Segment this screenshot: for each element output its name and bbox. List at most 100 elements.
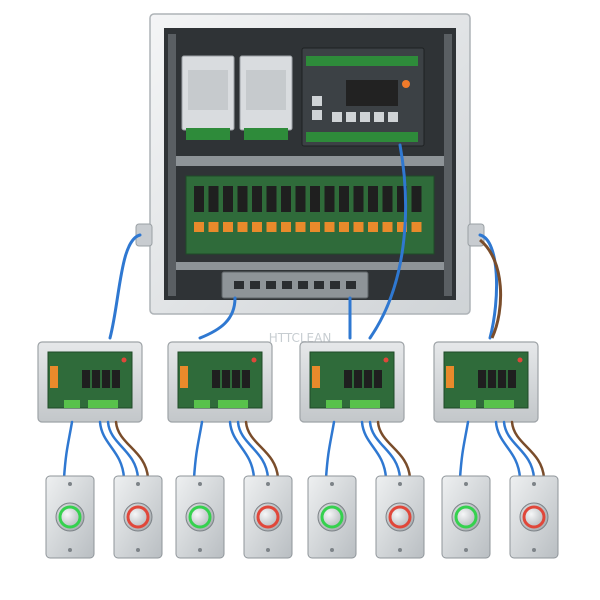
module-cables — [62, 420, 150, 480]
module-terminal — [218, 400, 248, 408]
terminal — [324, 222, 335, 232]
relay-module-3 — [299, 341, 412, 480]
terminal — [368, 222, 378, 232]
relay — [237, 186, 248, 212]
module-relay — [102, 370, 110, 388]
module-relay — [478, 370, 486, 388]
module-terminal — [446, 366, 454, 388]
main-enclosure — [135, 13, 485, 315]
controller — [301, 47, 425, 147]
module-cables — [324, 420, 412, 480]
terminal — [295, 222, 306, 232]
relay — [368, 186, 378, 212]
module-relay — [112, 370, 120, 388]
module-terminal — [194, 400, 210, 408]
brown-trunk-cable — [479, 238, 503, 339]
terminal — [223, 222, 233, 232]
module-led — [517, 357, 523, 363]
terminal — [397, 222, 407, 232]
screw-icon — [68, 548, 72, 552]
green-led-ring — [188, 505, 212, 529]
module-cables — [458, 420, 546, 480]
relay — [252, 186, 262, 212]
push-button-red-3[interactable] — [375, 475, 425, 559]
screw-icon — [330, 548, 334, 552]
screw-icon — [136, 548, 140, 552]
screw-icon — [136, 482, 140, 486]
red-led-ring — [256, 505, 280, 529]
module-relay — [222, 370, 230, 388]
module-relay — [344, 370, 352, 388]
module-cables — [192, 420, 280, 480]
module-terminal — [180, 366, 188, 388]
screw-icon — [266, 482, 270, 486]
terminal — [411, 222, 422, 232]
push-button-red-1[interactable] — [113, 475, 163, 559]
module-terminal — [350, 400, 380, 408]
relay — [266, 186, 277, 212]
module-led — [251, 357, 257, 363]
network-switch — [221, 271, 369, 299]
red-led-ring — [522, 505, 546, 529]
terminal — [310, 222, 320, 232]
red-led-ring — [126, 505, 150, 529]
relay — [223, 186, 233, 212]
relay — [411, 186, 422, 212]
terminal — [194, 222, 204, 232]
din-rail-bottom — [170, 262, 450, 270]
module-relay — [508, 370, 516, 388]
relay-row — [194, 186, 422, 232]
module-terminal — [312, 366, 320, 388]
screw-icon — [532, 548, 536, 552]
relay — [339, 186, 349, 212]
relay — [382, 186, 393, 212]
module-relay — [212, 370, 220, 388]
screw-icon — [330, 482, 334, 486]
module-relay — [92, 370, 100, 388]
relay-module-2 — [167, 341, 280, 480]
power-supply-2 — [239, 55, 293, 140]
module-relay — [374, 370, 382, 388]
relay — [295, 186, 306, 212]
push-button-red-4[interactable] — [509, 475, 559, 559]
push-button-green-2[interactable] — [175, 475, 225, 559]
screw-icon — [532, 482, 536, 486]
relay — [281, 186, 291, 212]
relay-board — [185, 175, 435, 255]
push-button-red-2[interactable] — [243, 475, 293, 559]
push-button-green-3[interactable] — [307, 475, 357, 559]
relay — [324, 186, 335, 212]
screw-icon — [266, 548, 270, 552]
terminal — [266, 222, 277, 232]
relay-module-1 — [37, 341, 150, 480]
modules-group — [37, 341, 559, 559]
relay — [397, 186, 407, 212]
screw-icon — [464, 548, 468, 552]
module-relay — [498, 370, 506, 388]
terminal — [208, 222, 219, 232]
terminal — [353, 222, 364, 232]
module-relay — [364, 370, 372, 388]
terminal — [252, 222, 262, 232]
module-terminal — [460, 400, 476, 408]
module-relay — [488, 370, 496, 388]
module-terminal — [484, 400, 514, 408]
din-rail-top — [170, 156, 450, 166]
trunk-cables — [108, 143, 498, 340]
push-button-green-1[interactable] — [45, 475, 95, 559]
red-led-ring — [388, 505, 412, 529]
screw-icon — [398, 482, 402, 486]
terminal — [237, 222, 248, 232]
relay — [194, 186, 204, 212]
module-terminal — [50, 366, 58, 388]
screw-icon — [464, 482, 468, 486]
push-button-green-4[interactable] — [441, 475, 491, 559]
module-relay — [232, 370, 240, 388]
module-led — [121, 357, 127, 363]
module-relay — [242, 370, 250, 388]
left-bracket — [135, 223, 153, 247]
power-supply-1 — [181, 55, 235, 140]
green-led-ring — [58, 505, 82, 529]
green-led-ring — [320, 505, 344, 529]
